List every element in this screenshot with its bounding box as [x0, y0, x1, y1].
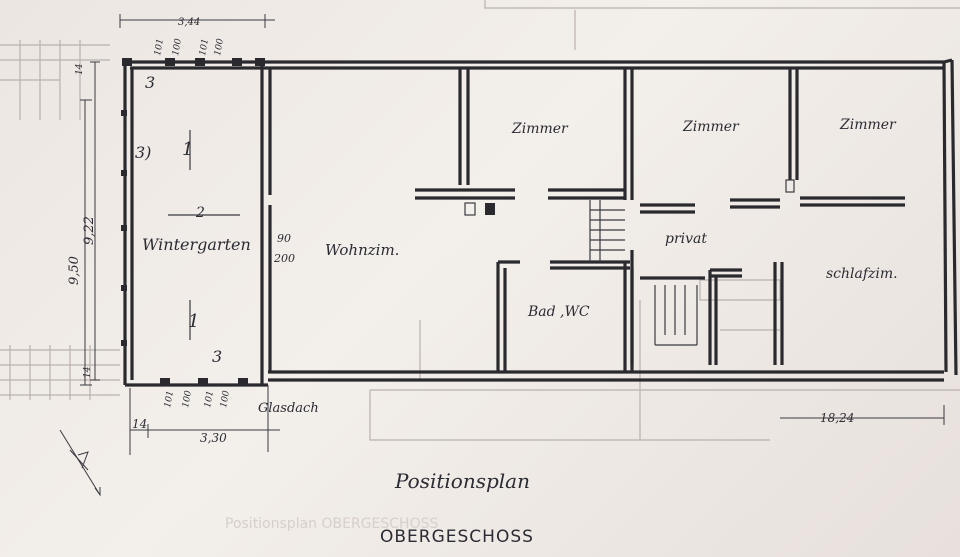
faint-background-text: Positionsplan OBERGESCHOSS — [225, 516, 438, 532]
dim-bottom-d: 100 — [219, 390, 232, 409]
room-label-schlafzimmer: schlafzim. — [826, 266, 898, 282]
dim-top-b: 100 — [171, 38, 184, 57]
floor-title: OBERGESCHOSS — [380, 527, 534, 547]
dim-top-margin: 3,44 — [178, 17, 200, 28]
room-label-wintergarten: Wintergarten — [142, 235, 251, 254]
annotation-glasdach: Glasdach — [258, 401, 319, 416]
dim-total-length: 18,24 — [820, 411, 854, 425]
annotation-pos-3-left: 3) — [135, 143, 151, 162]
dim-height-outer: 9,50 — [67, 256, 82, 285]
dim-width-wintergarten: 3,30 — [200, 431, 227, 445]
annotation-pos-2: 2 — [195, 205, 205, 221]
dim-bottom-b: 100 — [181, 390, 194, 409]
annotation-pos-1-bottom: 1 — [188, 311, 199, 332]
annotation-pos-3-topleft: 3 — [145, 73, 155, 92]
dim-top-c: 101 — [198, 38, 211, 57]
dim-height-inner: 9,22 — [82, 216, 97, 245]
stair — [589, 200, 698, 346]
dim-left-small-bottom: 14 — [83, 366, 93, 378]
dim-wall-left: 14 — [132, 417, 147, 431]
dim-bottom-a: 101 — [163, 390, 176, 409]
annotation-pos-1-top: 1 — [182, 139, 193, 160]
room-label-zimmer-3: Zimmer — [839, 117, 897, 133]
plan-title: Positionsplan — [394, 469, 530, 493]
annotation-door-height: 200 — [273, 252, 295, 265]
room-label-zimmer-2: Zimmer — [682, 119, 740, 135]
interior-walls — [260, 62, 905, 385]
room-label-privat: privat — [665, 231, 707, 247]
dimension-lines — [59, 14, 945, 497]
dim-bottom-c: 101 — [203, 390, 216, 409]
annotation-door-width: 90 — [277, 232, 291, 245]
dim-top-a: 101 — [153, 38, 166, 57]
dim-left-small-top: 14 — [75, 63, 85, 75]
room-label-bad-wc: Bad ,WC — [527, 304, 590, 320]
wintergarten-frame — [121, 58, 265, 386]
position-markers — [168, 130, 795, 340]
annotation-pos-3-bottom: 3 — [212, 347, 222, 366]
room-label-zimmer-1: Zimmer — [511, 121, 569, 137]
dim-top-d: 100 — [213, 38, 226, 57]
background-lines — [0, 0, 960, 441]
room-label-wohnzimmer: Wohnzim. — [325, 241, 399, 259]
